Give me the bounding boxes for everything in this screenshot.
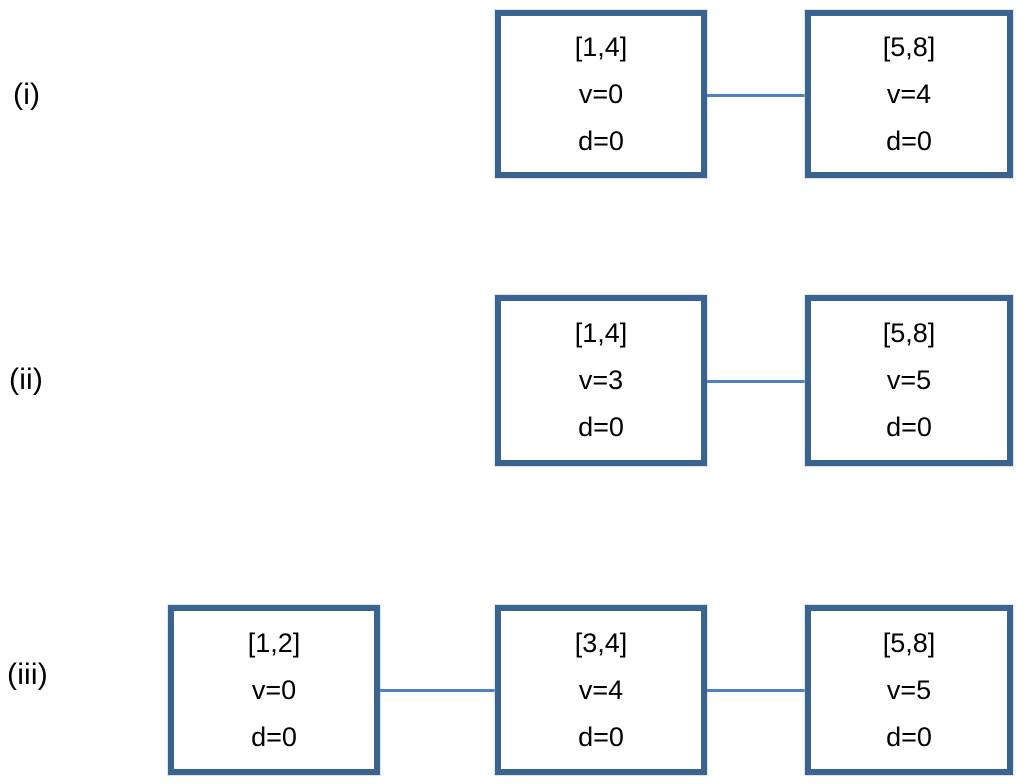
- node-d-value: d=0: [251, 721, 297, 752]
- row-label-iii: (iii): [7, 658, 48, 691]
- node-v-value: v=5: [886, 674, 932, 705]
- node-interval: [5,8]: [882, 627, 936, 658]
- node-d-value: d=0: [578, 125, 624, 156]
- node-box-row1-col1: [1,4] v=0 d=0: [495, 10, 707, 178]
- node-v-value: v=0: [251, 674, 297, 705]
- connector-row3-1: [380, 689, 495, 692]
- node-d-value: d=0: [578, 721, 624, 752]
- node-box-row1-col2: [5,8] v=4 d=0: [805, 10, 1013, 178]
- node-d-value: d=0: [578, 412, 624, 442]
- node-d-value: d=0: [886, 721, 932, 752]
- node-d-value: d=0: [886, 125, 932, 156]
- node-v-value: v=0: [578, 78, 624, 109]
- connector-row1-1: [707, 94, 805, 97]
- node-v-value: v=4: [886, 78, 932, 109]
- node-box-row2-col1: [1,4] v=3 d=0: [495, 295, 707, 466]
- node-v-value: v=5: [886, 365, 932, 395]
- node-interval: [3,4]: [574, 627, 628, 658]
- node-box-row3-col2: [3,4] v=4 d=0: [495, 605, 707, 775]
- row-label-ii: (ii): [9, 363, 44, 396]
- node-box-row2-col2: [5,8] v=5 d=0: [805, 295, 1013, 466]
- node-interval: [1,4]: [574, 31, 628, 62]
- connector-row2-1: [707, 380, 805, 383]
- node-v-value: v=3: [578, 365, 624, 395]
- node-box-row3-col1: [1,2] v=0 d=0: [168, 605, 380, 775]
- node-v-value: v=4: [578, 674, 624, 705]
- node-interval: [5,8]: [882, 318, 936, 348]
- row-label-i: (i): [13, 78, 41, 111]
- node-d-value: d=0: [886, 412, 932, 442]
- node-interval: [5,8]: [882, 31, 936, 62]
- connector-row3-2: [707, 689, 805, 692]
- node-box-row3-col3: [5,8] v=5 d=0: [805, 605, 1013, 775]
- node-interval: [1,2]: [247, 627, 301, 658]
- node-interval: [1,4]: [574, 318, 628, 348]
